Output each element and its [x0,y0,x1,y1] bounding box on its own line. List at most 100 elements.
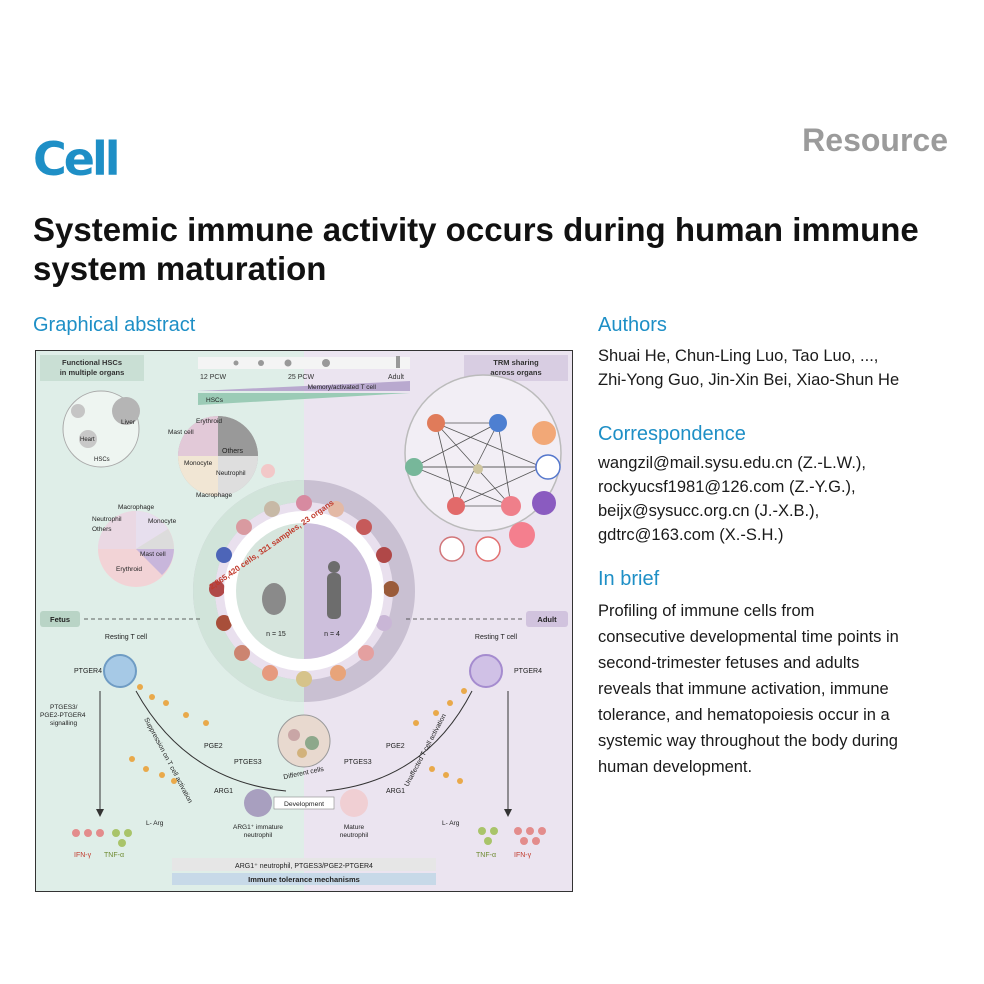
pie-slice-macrophage-bottom [136,511,168,549]
fetus-tag [40,611,80,627]
cytokine-dots-right [478,827,546,845]
arrow-left-head [96,809,104,817]
molecule-dots [129,684,209,784]
pie-slice-monocyte-bottom [136,529,174,549]
authors-line: Zhi-Yong Guo, Jin-Xin Bei, Xiao-Shun He [598,371,900,389]
ptges3-left-label: PTGES3 [234,759,262,766]
mature-neutrophil-icon [340,789,368,817]
adult-tag-label: Adult [537,615,557,624]
mature-line1: Mature [344,824,365,831]
mast-cell-bottom-label: Mast cell [140,551,166,558]
adult-icon [327,573,341,619]
n-adult-label: n = 4 [324,631,340,638]
neutrophil-bottom-label: Neutrophil [92,516,122,523]
memory-t-label: Memory/activated T cell [308,384,377,391]
neutrophil-label: Neutrophil [216,470,246,477]
monocyte-bottom-label: Monocyte [148,518,177,525]
heart-label: Heart [80,437,95,443]
organ-icon [535,454,561,480]
fetus-tag-label: Fetus [50,615,70,624]
network-node [447,497,465,515]
t-cell-left [103,654,137,688]
fetus-icon [262,583,286,615]
ptger4-right-label: PTGER4 [514,668,542,675]
heart-icon [79,430,97,448]
organ-icon [532,421,556,445]
organ-icon [475,536,501,562]
trm-sharing-label: TRM sharing [493,358,539,367]
tolerance-top-label: ARG1⁺ neutrophil, PTGES3/PGE2-PTGER4 [235,863,373,870]
in-brief-heading: In brief [598,568,660,590]
cell-icon [305,736,319,750]
in-brief-line: Profiling of immune cells from [598,602,815,620]
in-brief-line: tolerance, and hematopoiesis occur in a [598,706,890,724]
hscs-label: HSCs [94,457,110,463]
organ-icon [71,404,85,418]
cytokine-dots-left [72,829,132,847]
correspondence-list: wangzil@mail.sysu.edu.cn (Z.-L.W.), rock… [598,451,958,547]
pie-slice-macrophage [178,456,218,496]
pie-slice-mastcell-bottom [136,549,174,575]
development-arrow [273,796,335,810]
ifn-right-label: IFN-γ [514,852,532,859]
authors-line: Shuai He, Chun-Ling Luo, Tao Luo, ..., [598,347,879,365]
graphical-abstract-svg: Functional HSCs in multiple organs TRM s… [36,351,572,891]
pie-slice-neutrophil-bottom [98,511,136,549]
embryo-icon [284,359,292,367]
l-arg-right-label: L- Arg [442,820,460,827]
in-brief-line: reveals that immune activation, immune [598,680,889,698]
mast-cell-label: Mast cell [168,429,194,436]
in-brief-line: consecutive developmental time points in [598,628,899,646]
graphical-abstract-figure: Functional HSCs in multiple organs TRM s… [35,350,573,892]
graphical-abstract-heading: Graphical abstract [33,314,196,336]
pge2-right-label: PGE2 [386,743,405,750]
organ-icon [509,522,535,548]
cell-icon [297,748,307,758]
hscs-wedge [198,393,410,405]
signalling-line2: PGE2-PTGER4 [40,712,86,719]
pie-slice-others [218,416,258,456]
liver-label: Liver [121,419,136,426]
network-node [427,414,445,432]
functional-hscs-label: Functional HSCs [62,358,122,367]
different-cells-cluster [277,714,331,768]
others-bottom-label: Others [92,526,112,533]
development-label: Development [284,801,324,808]
pcw-25-label: 25 PCW [288,374,314,381]
ifn-left-label: IFN-γ [74,852,92,859]
arg1-immature-line2: neutrophil [244,832,273,839]
in-brief-line: human development. [598,758,753,776]
l-arg-left-label: L- Arg [146,820,164,827]
unaffected-arc [325,690,473,792]
signalling-line3: signalling [50,720,77,727]
tolerance-bottom-bar [172,873,436,885]
email-link[interactable]: wangzil@mail.sysu.edu.cn (Z.-L.W.), [598,454,866,472]
network-node [405,458,423,476]
network-node [473,464,483,474]
email-link[interactable]: rockyucsf1981@126.com (Z.-Y.G.), [598,478,856,496]
tolerance-top-bar [172,858,436,871]
article-title: Systemic immune activity occurs during h… [33,211,919,287]
email-link[interactable]: gdtrc@163.com (X.-S.H.) [598,526,784,544]
ptger4-left-label: PTGER4 [74,668,102,675]
resting-t-left-label: Resting T cell [105,634,148,641]
network-node [489,414,507,432]
mature-line2: neutrophil [340,832,369,839]
organ-ring-fetal [193,480,305,702]
tnf-right-label: TNF-α [476,852,496,859]
pie-slice-monocyte [178,416,218,456]
authors-list: Shuai He, Chun-Ling Luo, Tao Luo, ..., Z… [598,344,958,392]
others-label: Others [222,448,244,455]
adult-timeline-label: Adult [388,374,404,381]
fetus-icon [322,359,330,367]
erythroid-label: Erythroid [196,418,222,425]
correspondence-heading: Correspondence [598,423,746,445]
tnf-left-label: TNF-α [104,852,124,859]
resting-t-right-label: Resting T cell [475,634,518,641]
macrophage-bottom-label: Macrophage [118,504,155,511]
organ-icon [532,491,556,515]
liver-icon [112,397,140,425]
arrow-right-head [504,809,512,817]
molecule-dots [413,688,467,784]
email-link[interactable]: beijx@sysucc.org.cn (J.-X.B.), [598,502,820,520]
